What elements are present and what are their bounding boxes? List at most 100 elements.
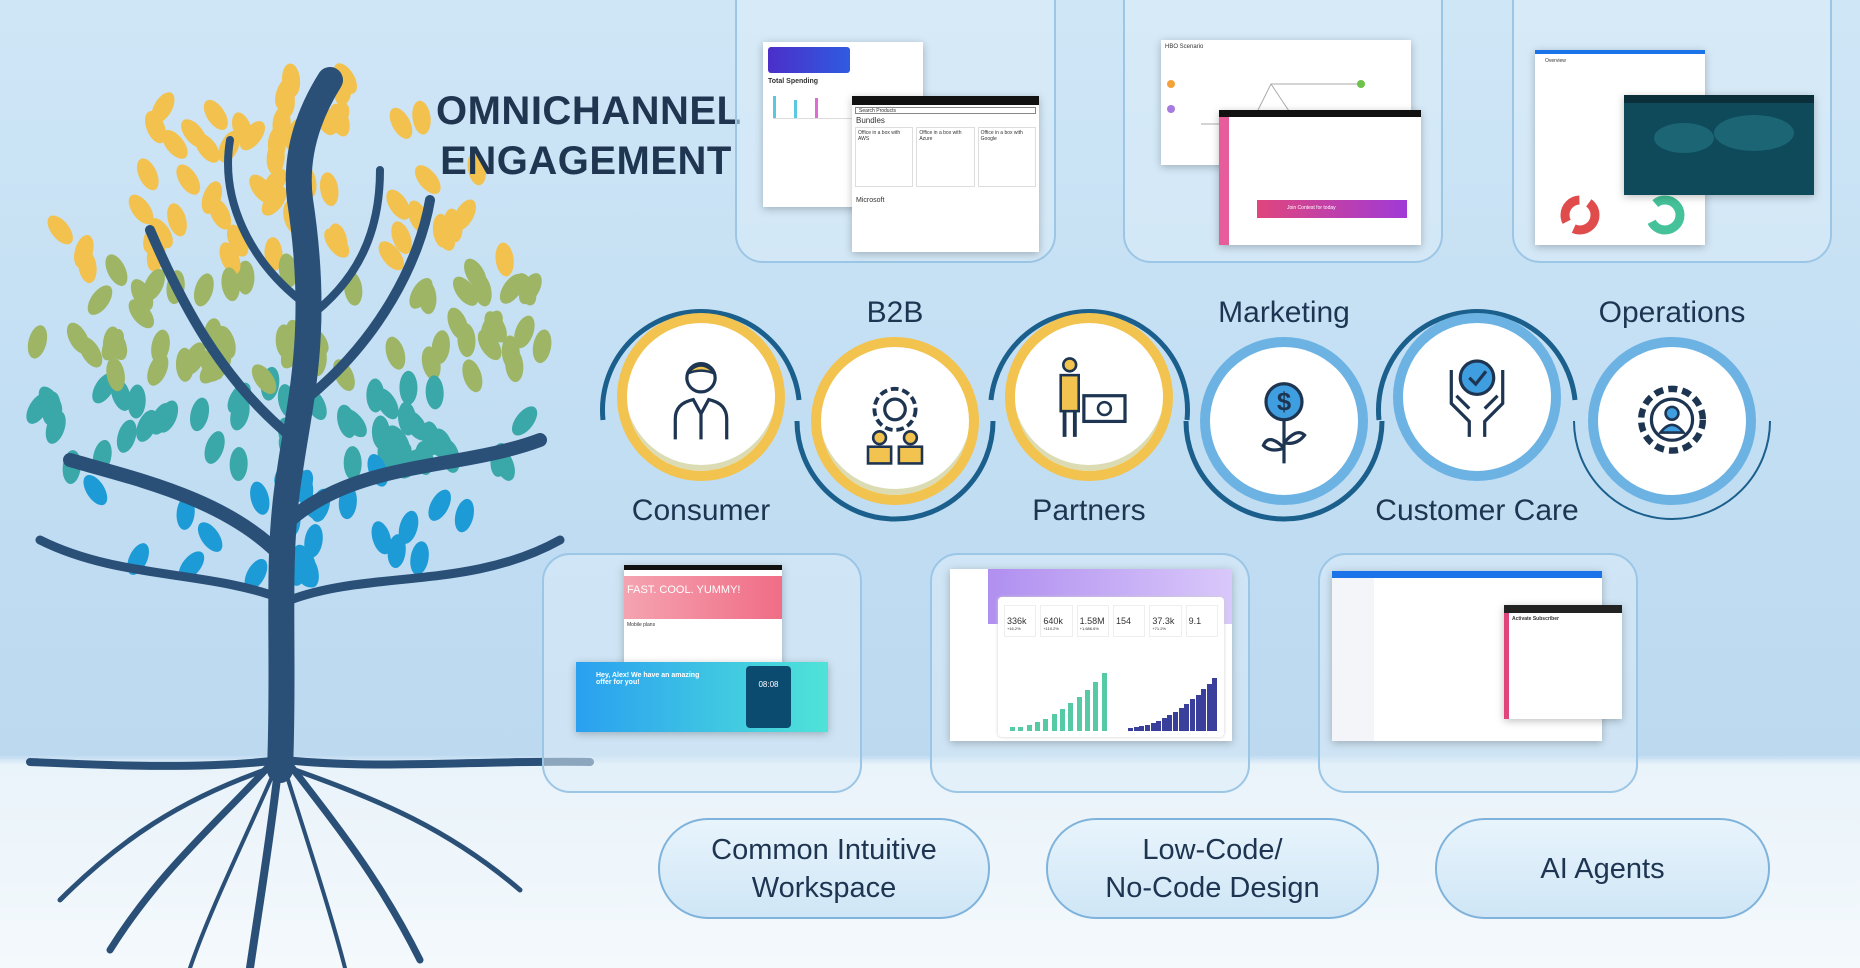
- gear-team-icon: [866, 386, 924, 465]
- leaf: [201, 181, 223, 214]
- leaf: [477, 329, 502, 361]
- thumb-offer: Office in a box with Google: [977, 127, 1036, 187]
- pill-text: Common Intuitive: [711, 833, 937, 866]
- chart-bar: [1144, 724, 1150, 731]
- leaf: [147, 353, 169, 386]
- leaf: [378, 241, 404, 271]
- segment-customer-care: [1393, 313, 1561, 481]
- pill-low-code: Low-Code/No-Code Design: [1046, 818, 1379, 919]
- title-line-2: ENGAGEMENT: [440, 139, 732, 183]
- segment-consumer: [617, 313, 785, 481]
- segment-label: B2B: [866, 296, 924, 329]
- leaf: [249, 174, 275, 204]
- leaf: [176, 164, 201, 195]
- leaf: [412, 100, 431, 135]
- leaf: [505, 348, 524, 383]
- pill-text: Workspace: [751, 871, 897, 904]
- care-screenshot-card: Activate Subscriber: [1318, 553, 1638, 793]
- leaf: [47, 215, 73, 245]
- leaf: [343, 446, 362, 481]
- thumb-text: Activate Subscriber: [1512, 616, 1559, 622]
- segment-label: Consumer: [631, 494, 771, 527]
- operations-screenshot-card: Overview: [1512, 0, 1832, 263]
- kpi-delta: +110.2%: [1043, 626, 1059, 631]
- leaf: [229, 447, 248, 482]
- kpi-value: 37.3k: [1152, 616, 1175, 626]
- page-title: OMNICHANNEL ENGAGEMENT: [436, 86, 741, 186]
- segment-marketing: $: [1200, 337, 1368, 505]
- kpi-tile: 9.1: [1185, 605, 1218, 637]
- chart-bar: [1068, 703, 1074, 731]
- person-money-icon: [1059, 357, 1127, 437]
- leaf: [275, 76, 296, 110]
- leaf: [454, 498, 474, 533]
- kpi-value: 1.58M: [1079, 616, 1105, 626]
- thumb-hero: FAST. COOL. YUMMY!: [624, 576, 782, 619]
- leaf: [143, 268, 165, 301]
- leaf: [194, 133, 220, 163]
- leaf: [190, 397, 210, 432]
- thumb-heading: Microsoft: [856, 197, 885, 204]
- leaf: [434, 218, 456, 251]
- leaf: [106, 357, 125, 392]
- leaf: [128, 194, 154, 225]
- leaf: [457, 323, 476, 358]
- kpi-value: 336k: [1007, 616, 1027, 626]
- leaf: [167, 203, 187, 237]
- leaf: [128, 299, 154, 329]
- tree-illustration: [26, 63, 594, 968]
- leaf: [45, 410, 66, 444]
- chart-bar: [1178, 707, 1184, 731]
- leaf: [267, 127, 286, 162]
- leaf: [333, 63, 357, 94]
- leaf: [264, 237, 283, 272]
- leaf: [410, 541, 429, 575]
- leaf: [428, 489, 451, 521]
- leaf: [116, 419, 137, 453]
- leaf: [175, 347, 194, 382]
- offer-banner-thumb: Hey, Alex! We have an amazing offer for …: [576, 662, 828, 732]
- chart-bar: [1206, 683, 1212, 731]
- leaf: [27, 325, 48, 359]
- leaf: [371, 521, 392, 555]
- marketing-screenshot-card: HBO Scenario Join Contest for today: [1123, 0, 1443, 263]
- chart-bar: [1128, 727, 1133, 731]
- leaf: [38, 386, 63, 418]
- leaf: [464, 258, 487, 290]
- leaf: [244, 558, 268, 591]
- thumb-banner: Join Contest for today: [1257, 200, 1407, 218]
- leaf: [328, 223, 348, 257]
- leaf: [206, 332, 230, 363]
- leaf: [387, 534, 406, 569]
- segment-b2b: [811, 337, 979, 505]
- leaf: [398, 510, 419, 544]
- chart-bar: [1035, 722, 1040, 731]
- kpi-value: 640k: [1043, 616, 1063, 626]
- gear-person-icon: [1637, 385, 1707, 454]
- leaf: [386, 189, 411, 220]
- leaf: [250, 481, 270, 515]
- pill-text: AI Agents: [1540, 852, 1665, 885]
- kpi-delta: +16.2%: [1007, 626, 1021, 631]
- leaf: [162, 129, 188, 159]
- leaf: [385, 336, 406, 370]
- segment-partners: [1005, 313, 1173, 481]
- leaf: [462, 359, 483, 393]
- world-map-thumb: [1624, 95, 1814, 195]
- leaf: [425, 375, 444, 410]
- svg-text:$: $: [1277, 389, 1291, 417]
- leaf: [204, 431, 225, 464]
- chart-bar: [1195, 694, 1201, 731]
- thumb-text: Total Spending: [768, 78, 819, 85]
- chart-bar: [1189, 699, 1195, 731]
- leaf: [197, 522, 223, 552]
- thumb-text: Overview: [1545, 58, 1566, 64]
- pill-text: No-Code Design: [1105, 871, 1320, 904]
- kpi-tile: 336k+16.2%: [1004, 605, 1037, 637]
- kpi-tile: 640k+110.2%: [1040, 605, 1073, 637]
- leaf: [515, 273, 537, 306]
- chart-bar: [1051, 714, 1057, 731]
